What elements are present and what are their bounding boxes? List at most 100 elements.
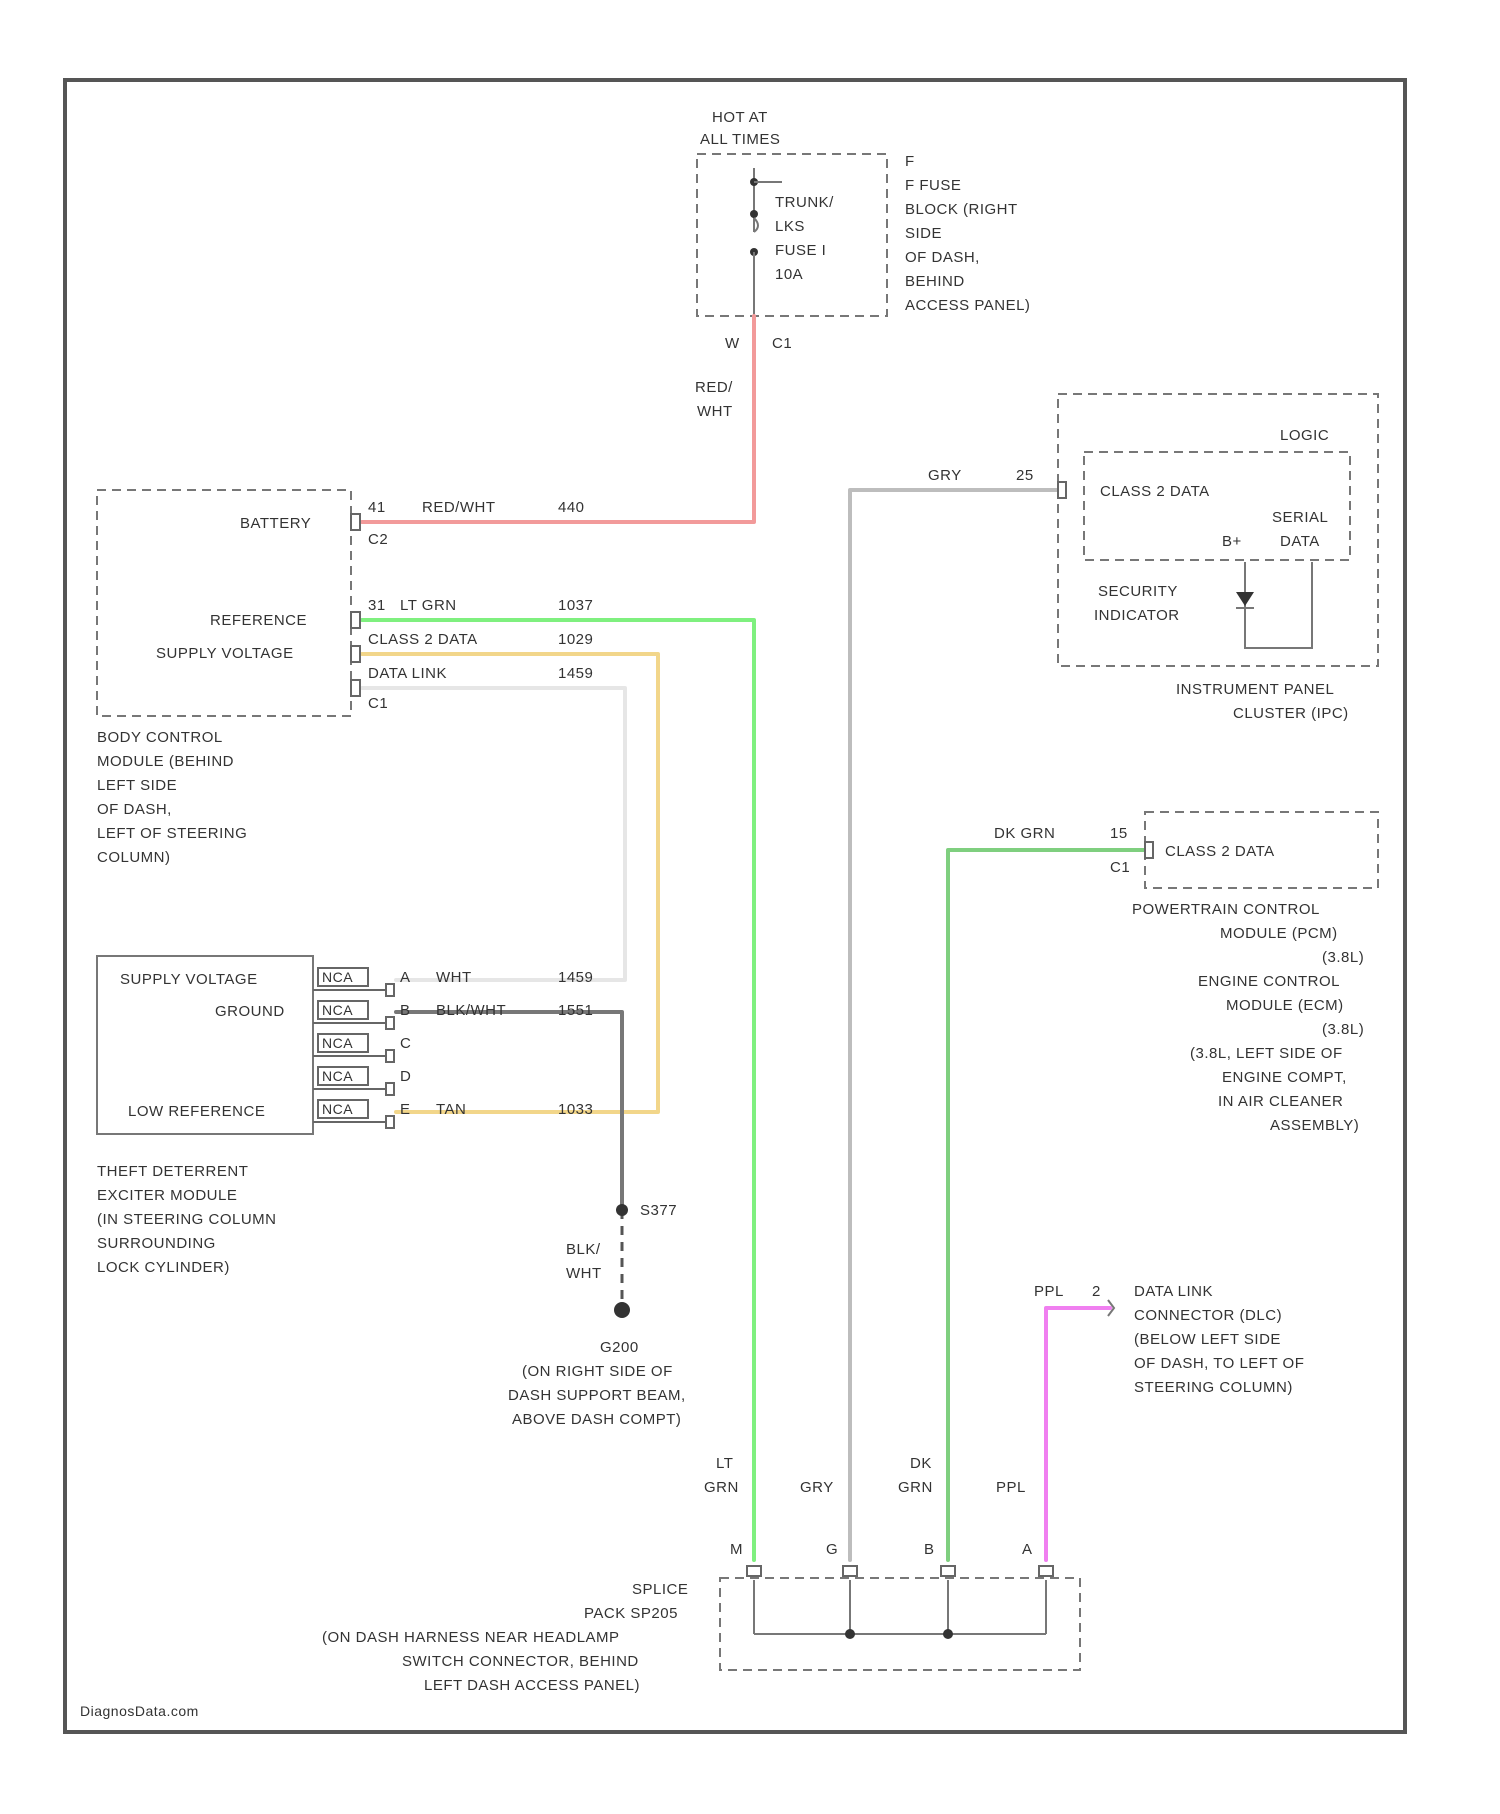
svg-text:LOCK CYLINDER): LOCK CYLINDER) (97, 1259, 230, 1276)
theft-pin-icon (386, 1083, 394, 1095)
svg-text:(3.8L, LEFT SIDE OF: (3.8L, LEFT SIDE OF (1190, 1045, 1343, 1062)
svg-text:F FUSE: F FUSE (905, 177, 961, 194)
instrument-panel-cluster: LOGIC CLASS 2 DATA SERIAL DATA B+ SECURI… (928, 394, 1378, 722)
ipc-logic-label: LOGIC (1280, 427, 1329, 444)
svg-text:(IN STEERING COLUMN: (IN STEERING COLUMN (97, 1211, 277, 1228)
svg-text:MODULE (ECM): MODULE (ECM) (1226, 997, 1344, 1014)
theft-pin-letter: D (400, 1068, 411, 1085)
fuse-pin-label: W (725, 335, 740, 352)
ipc-security-label-1: SECURITY (1098, 583, 1178, 600)
splice-dot-icon (616, 1204, 628, 1216)
bcm-row3-circuit: 1459 (558, 665, 593, 682)
wire-ppl (1046, 1308, 1110, 1560)
splice-wire-color: DK (910, 1455, 932, 1472)
ground-location-3: ABOVE DASH COMPT) (512, 1411, 681, 1428)
bcm-pin-icon (351, 612, 360, 628)
svg-text:ASSEMBLY): ASSEMBLY) (1270, 1117, 1359, 1134)
theft-pin-circuit: 1033 (558, 1101, 593, 1118)
ipc-pin: 25 (1016, 467, 1034, 484)
ground-g200: S377 BLK/ WHT G200 (ON RIGHT SIDE OF DAS… (508, 1202, 686, 1428)
splice-wire-color: GRN (704, 1479, 739, 1496)
svg-text:BODY CONTROL: BODY CONTROL (97, 729, 223, 746)
fuse-name-3: FUSE I (775, 242, 826, 259)
svg-text:ENGINE CONTROL: ENGINE CONTROL (1198, 973, 1340, 990)
ipc-serial-label-2: DATA (1280, 533, 1320, 550)
wire-red-wht (362, 316, 754, 522)
svg-text:DATA LINK: DATA LINK (1134, 1283, 1213, 1300)
pcm-wire-color: DK GRN (994, 825, 1055, 842)
splice-pin-icon (941, 1566, 955, 1576)
splice-pin-icon (747, 1566, 761, 1576)
wire-gry (850, 490, 1060, 1560)
bcm-battery-pin: 41 (368, 499, 386, 516)
ground-splice-label: S377 (640, 1202, 677, 1219)
svg-text:LEFT SIDE: LEFT SIDE (97, 777, 177, 794)
theft-pin-circuit: 1459 (558, 969, 593, 986)
fuse-connector-label: C1 (772, 335, 792, 352)
bcm-row1-pin: 31 (368, 597, 386, 614)
svg-text:INSTRUMENT PANEL: INSTRUMENT PANEL (1176, 681, 1334, 698)
powertrain-control-module: CLASS 2 DATA 15 C1 DK GRN POWERTRAIN CON… (994, 812, 1378, 1134)
theft-pin-wire-color: TAN (436, 1101, 466, 1118)
svg-text:(3.8L): (3.8L) (1322, 949, 1364, 966)
theft-pin-wire-color: BLK/WHT (436, 1002, 506, 1019)
ground-wire-label-1: BLK/ (566, 1241, 601, 1258)
ipc-security-label-2: INDICATOR (1094, 607, 1180, 624)
svg-text:SWITCH CONNECTOR, BEHIND: SWITCH CONNECTOR, BEHIND (402, 1653, 639, 1670)
watermark: DiagnosData.com (80, 1703, 199, 1719)
splice-pin-label: M (730, 1541, 743, 1558)
fuse-location: F F FUSE BLOCK (RIGHT SIDE OF DASH, BEHI… (905, 153, 1030, 314)
svg-text:LEFT DASH ACCESS PANEL): LEFT DASH ACCESS PANEL) (424, 1677, 640, 1694)
theft-pin-circuit: 1551 (558, 1002, 593, 1019)
bcm-row1-circuit: 1037 (558, 597, 593, 614)
pcm-pin: 15 (1110, 825, 1128, 842)
red-wire-color: RED/WHT (422, 499, 496, 516)
ipc-indicator-loop (1245, 562, 1312, 648)
splice-pin-label: B (924, 1541, 935, 1558)
fuse-name-4: 10A (775, 266, 803, 283)
splice-pin-icon (1039, 1566, 1053, 1576)
splice-pin-icon (843, 1566, 857, 1576)
pcm-pin-icon (1145, 842, 1153, 858)
ground-location-1: (ON RIGHT SIDE OF (522, 1363, 673, 1380)
svg-text:CONNECTOR (DLC): CONNECTOR (DLC) (1134, 1307, 1282, 1324)
fuse-block: HOT AT ALL TIMES TRUNK/ LKS FUSE I 10A F… (697, 109, 1030, 352)
bcm-location: BODY CONTROL MODULE (BEHIND LEFT SIDE OF… (97, 729, 247, 866)
svg-text:SPLICE: SPLICE (632, 1581, 688, 1598)
theft-pin-letter: B (400, 1002, 411, 1019)
data-link-connector: PPL 2 DATA LINK CONNECTOR (DLC) (BELOW L… (1034, 1283, 1304, 1396)
theft-ground-label: GROUND (215, 1003, 285, 1020)
theft-low-ref-label: LOW REFERENCE (128, 1103, 265, 1120)
dlc-pin: 2 (1092, 1283, 1101, 1300)
bcm-connector: C1 (368, 695, 388, 712)
theft-pin-icon (386, 1017, 394, 1029)
bcm-battery-pin-icon (351, 514, 360, 530)
svg-text:IN AIR CLEANER: IN AIR CLEANER (1218, 1093, 1343, 1110)
svg-text:SIDE: SIDE (905, 225, 942, 242)
splice-pin-label: G (826, 1541, 838, 1558)
hot-at-label: HOT AT (712, 109, 768, 126)
theft-pin-nca: NCA (322, 1035, 353, 1051)
theft-pin-wire-color: WHT (436, 969, 472, 986)
bcm-boundary (97, 490, 351, 716)
splice-pin-label: A (1022, 1541, 1033, 1558)
theft-pin-nca: NCA (322, 1101, 353, 1117)
pcm-location: POWERTRAIN CONTROL MODULE (PCM) (3.8L) E… (1132, 901, 1364, 1134)
bcm-reference-label: REFERENCE (210, 612, 307, 629)
fuse-name-1: TRUNK/ (775, 194, 834, 211)
svg-text:CLUSTER (IPC): CLUSTER (IPC) (1233, 705, 1349, 722)
all-times-label: ALL TIMES (700, 131, 780, 148)
theft-pin-icon (386, 984, 394, 996)
security-led-icon (1236, 592, 1254, 606)
theft-pin-icon (386, 1116, 394, 1128)
svg-text:(ON DASH HARNESS NEAR HEADLAMP: (ON DASH HARNESS NEAR HEADLAMP (322, 1629, 620, 1646)
splice-wire-color: LT (716, 1455, 733, 1472)
splice-pack-boundary (720, 1578, 1080, 1670)
ground-point-icon (614, 1302, 630, 1318)
red-wire-circuit: 440 (558, 499, 585, 516)
splice-wire-color: GRY (800, 1479, 834, 1496)
fuse-block-boundary (697, 154, 887, 316)
theft-supply-label: SUPPLY VOLTAGE (120, 971, 258, 988)
